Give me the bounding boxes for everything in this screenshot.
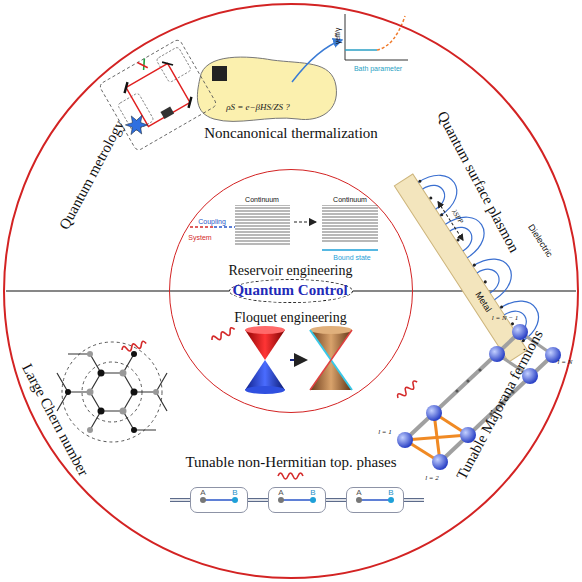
- annotation: Dielectric: [526, 223, 554, 259]
- site-label: B: [232, 489, 237, 497]
- annotation: l = N: [558, 359, 573, 366]
- section-title: Noncanonical thermalization: [204, 126, 378, 141]
- subsection-title: Floquet engineering: [234, 311, 346, 325]
- double-bond: [248, 498, 268, 502]
- unit-cell: AB: [190, 487, 248, 513]
- site-label: A: [356, 489, 361, 497]
- subsection-title: Reservoir engineering: [228, 264, 352, 278]
- control-ellipse: Quantum Control: [229, 279, 353, 303]
- section-title: Quantum surface plasmon: [434, 109, 521, 255]
- site-label: A: [278, 489, 283, 497]
- annotation: l = 1: [378, 429, 392, 436]
- annotation: Continuum: [333, 196, 367, 203]
- bond-gap: [326, 499, 346, 501]
- annotation: l = 2: [425, 475, 439, 482]
- section-title: Quantum metrology: [57, 118, 127, 232]
- annotation: Coupling: [198, 218, 226, 225]
- section-title: Large Chern number: [19, 361, 91, 478]
- annotation: Bath parameter: [354, 65, 402, 72]
- annotation: ρS = e−βHS/ZS ?: [226, 103, 290, 112]
- edge-group: [248, 500, 268, 501]
- annotation: Bound state: [333, 254, 370, 261]
- section-title: Tunable non-Hermitian top. phases: [185, 455, 396, 470]
- edge-group: [326, 500, 346, 501]
- annotation: λSPP: [450, 209, 464, 225]
- bond-gap: [248, 499, 268, 501]
- annotation: System: [188, 234, 211, 241]
- site-label: A: [200, 489, 205, 497]
- unit-cell: AB: [268, 487, 326, 513]
- site-label: B: [388, 489, 393, 497]
- control-ring: Reservoir engineeringFloquet engineering…: [169, 169, 413, 413]
- section-title: Tunable Majorana fermions: [454, 328, 546, 482]
- annotation: Continuum: [245, 196, 279, 203]
- topic-ring: Noncanonical thermalization Quantum metro…: [3, 3, 579, 579]
- site-label: B: [310, 489, 315, 497]
- unit-cell: AB: [346, 487, 404, 513]
- double-bond: [326, 498, 346, 502]
- center-title: Quantum Control: [232, 283, 347, 298]
- annotation: Metal: [473, 290, 493, 313]
- annotation: γeff/γ: [334, 28, 341, 45]
- annotation: l = N − 1: [492, 315, 519, 322]
